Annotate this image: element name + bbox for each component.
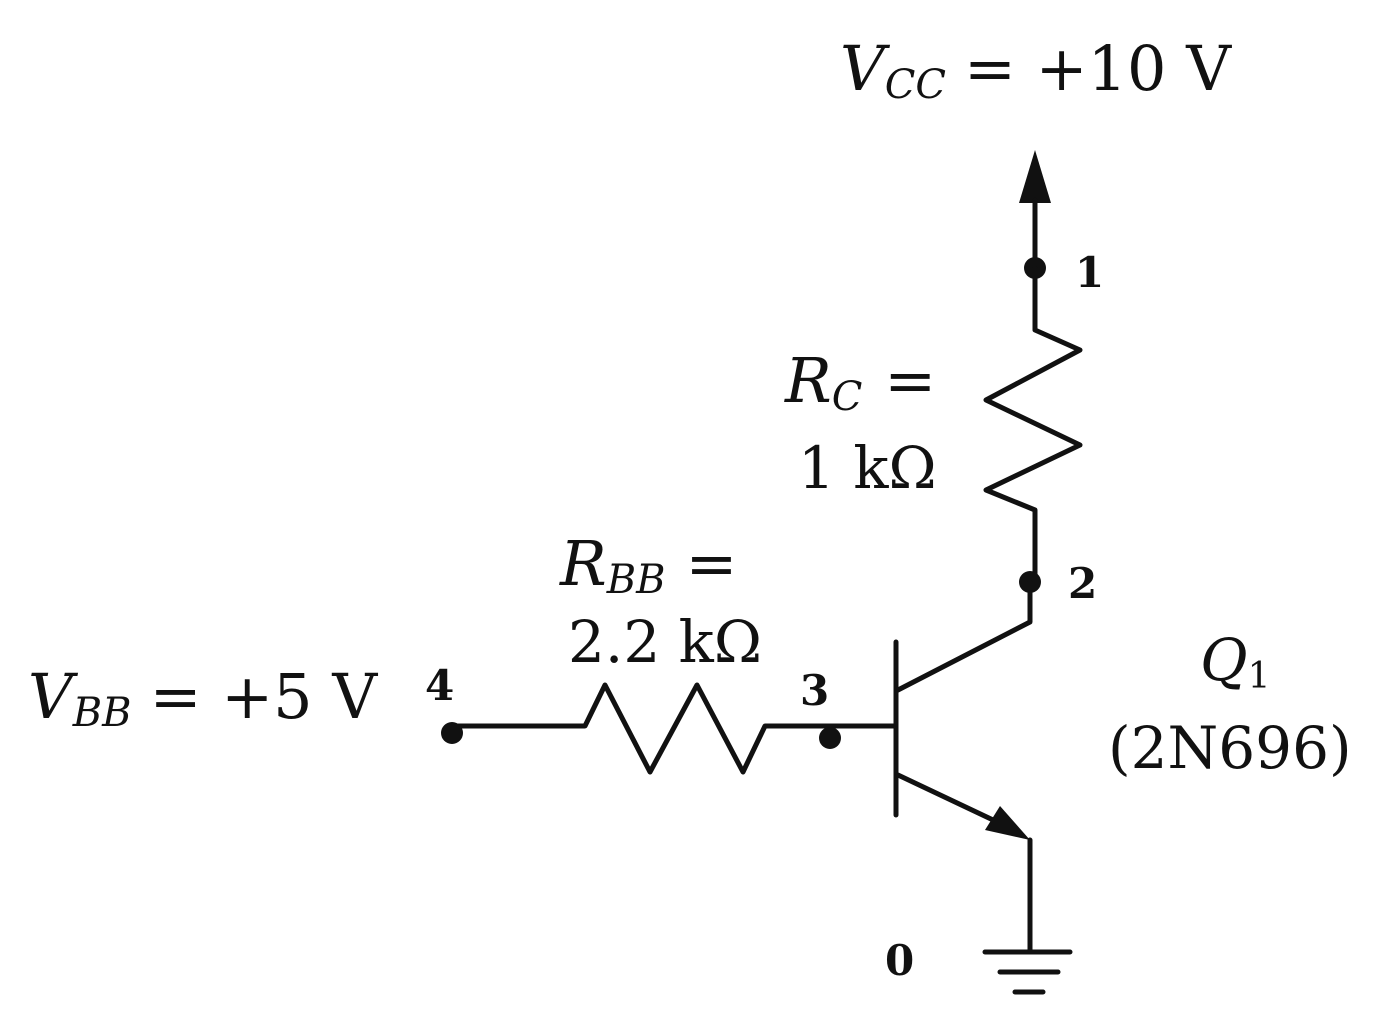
node-2-label: 2 xyxy=(1068,559,1097,608)
transistor-label: Q1 xyxy=(1200,626,1270,697)
vbb-label: VBB= +5 V xyxy=(28,660,378,736)
resistor-rc xyxy=(983,265,1083,585)
node-4-dot xyxy=(441,722,463,744)
node-4-label: 4 xyxy=(425,661,454,710)
emitter-lead xyxy=(895,772,1013,831)
node-1-label: 1 xyxy=(1075,248,1104,297)
transistor-part: (2N696) xyxy=(1108,714,1352,782)
rc-value: 1 kΩ xyxy=(798,434,937,502)
node-3-label: 3 xyxy=(800,666,829,715)
vcc-label: VCC= +10 V xyxy=(840,32,1232,108)
collector-lead xyxy=(895,579,1033,693)
ground-icon xyxy=(982,949,1073,995)
emitter-arrow-icon xyxy=(985,806,1030,840)
resistor-rbb xyxy=(449,682,899,775)
vcc-arrow-icon xyxy=(1019,150,1051,203)
node-3-dot xyxy=(819,727,841,749)
rbb-value: 2.2 kΩ xyxy=(568,608,762,676)
node-0-label: 0 xyxy=(885,936,914,985)
rbb-label: RBB= xyxy=(559,527,737,603)
rc-label: RC= xyxy=(784,344,936,420)
